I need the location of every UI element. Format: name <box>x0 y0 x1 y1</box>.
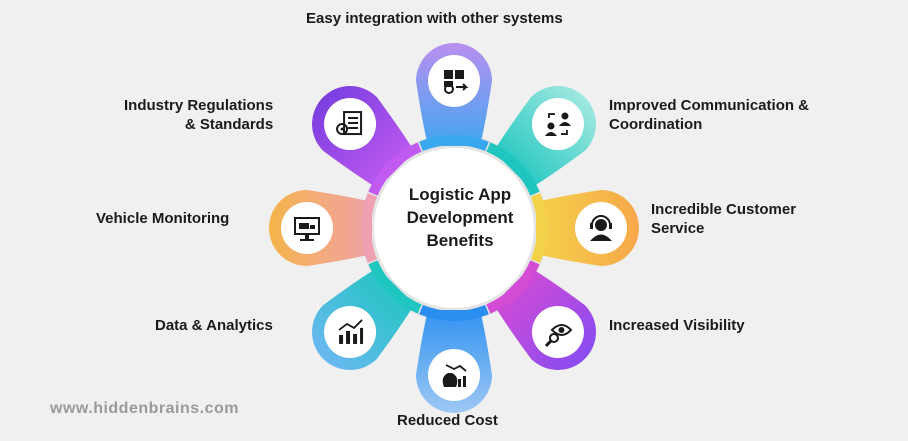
benefit-label-communication: Improved Communication & Coordination <box>609 96 809 134</box>
petal-puzzle-gear-ring-segment <box>419 135 489 152</box>
benefit-label-customer-service-line-2: Service <box>651 220 705 237</box>
bar-chart-icon <box>338 319 364 344</box>
site-url: www.hiddenbrains.com <box>50 400 239 417</box>
benefit-label-customer-service-line-1: Incredible Customer <box>651 201 797 218</box>
petal-eye-magnifier-icon-disc <box>531 305 584 358</box>
center-hub <box>374 148 534 308</box>
petal-money-bag-chart-ring-segment <box>419 304 489 321</box>
center-title-line-1: Logistic App <box>408 185 512 204</box>
petal-eye-magnifier-ring-segment <box>486 260 540 314</box>
petal-checklist-gear-ring-segment <box>368 142 422 196</box>
benefit-label-regulations-line-2: & Standards <box>184 116 274 133</box>
headset-agent-icon <box>590 215 612 241</box>
center-title-line-3: Benefits <box>426 231 494 250</box>
checklist-gear-icon <box>336 111 363 136</box>
benefit-label-reduced-cost: Reduced Cost <box>397 412 498 429</box>
center-title-line-2: Development <box>406 208 514 227</box>
benefit-label-vehicle-monitoring: Vehicle Monitoring <box>96 210 230 227</box>
benefit-label-customer-service: Incredible Customer Service <box>651 200 796 238</box>
petal-bar-chart-ring-segment <box>368 260 422 314</box>
people-exchange-icon <box>544 112 571 137</box>
petal-monitor-truck-ring-segment <box>361 193 378 263</box>
benefit-label-data-analytics: Data & Analytics <box>155 317 273 334</box>
money-bag-chart-icon <box>442 364 467 387</box>
center-title: Logistic App Development Benefits <box>380 183 540 252</box>
benefit-label-communication-line-1: Improved Communication & <box>609 97 810 114</box>
benefit-label-visibility: Increased Visibility <box>609 317 745 334</box>
benefit-label-regulations-line-1: Industry Regulations <box>124 97 274 114</box>
petal-people-exchange-icon-disc <box>531 98 584 151</box>
benefit-label-communication-line-2: Coordination <box>609 116 703 133</box>
eye-magnifier-icon <box>544 323 573 348</box>
benefit-label-integration: Easy integration with other systems <box>306 10 563 27</box>
benefit-label-regulations: Industry Regulations & Standards <box>124 96 273 134</box>
petal-headset-agent-ring-segment <box>530 193 547 263</box>
monitor-truck-icon <box>294 217 320 241</box>
puzzle-gear-icon <box>444 70 469 94</box>
petal-people-exchange-ring-segment <box>486 142 540 196</box>
petal-puzzle-gear-icon-disc <box>428 55 480 107</box>
